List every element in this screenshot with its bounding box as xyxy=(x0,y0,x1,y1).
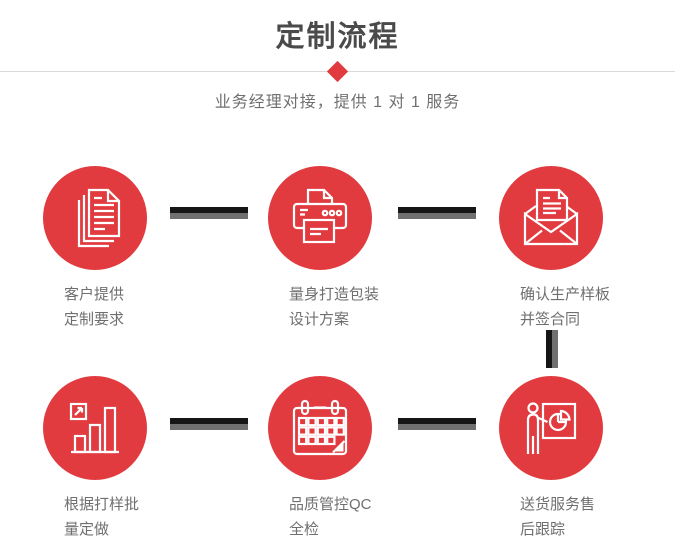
connector-step4-step5 xyxy=(170,418,248,430)
step-label: 根据打样批 量定做 xyxy=(64,492,203,542)
step-label-line1: 根据打样批 xyxy=(64,496,140,513)
step-label-line1: 客户提供 xyxy=(64,286,125,303)
step-delivery-aftersales: 送货服务售 后跟踪 xyxy=(499,376,659,542)
step-circle xyxy=(499,166,603,270)
step-label: 客户提供 定制要求 xyxy=(64,282,203,332)
step-label: 量身打造包装 设计方案 xyxy=(289,282,428,332)
step-customer-requirements: 客户提供 定制要求 xyxy=(43,166,203,332)
calendar-icon xyxy=(292,399,348,456)
step-circle xyxy=(43,376,147,480)
step-circle xyxy=(268,166,372,270)
step-circle xyxy=(499,376,603,480)
step-sample-contract: 确认生产样板 并签合同 xyxy=(499,166,659,332)
subtitle: 业务经理对接，提供 1 对 1 服务 xyxy=(214,94,461,111)
step-circle xyxy=(43,166,147,270)
step-label-line1: 品质管控QC xyxy=(289,496,372,513)
step-label-line2: 定制要求 xyxy=(64,311,125,328)
step-label-line2: 并签合同 xyxy=(520,311,581,328)
presentation-icon xyxy=(526,402,577,454)
step-label-line2: 量定做 xyxy=(64,521,110,538)
step-circle xyxy=(268,376,372,480)
bar-chart-icon xyxy=(69,402,119,454)
step-label: 确认生产样板 并签合同 xyxy=(520,282,659,332)
step-quality-control: 品质管控QC 全检 xyxy=(268,376,428,542)
documents-icon xyxy=(77,188,121,248)
step-label-line1: 送货服务售 xyxy=(520,496,596,513)
envelope-icon xyxy=(523,188,579,246)
step-label: 品质管控QC 全检 xyxy=(289,492,428,542)
printer-icon xyxy=(292,188,348,244)
connector-step1-step2 xyxy=(170,207,248,219)
step-label-line2: 后跟踪 xyxy=(520,521,566,538)
step-label-line1: 确认生产样板 xyxy=(520,286,611,303)
step-packaging-design: 量身打造包装 设计方案 xyxy=(268,166,428,332)
connector-step5-step6 xyxy=(398,418,476,430)
step-batch-production: 根据打样批 量定做 xyxy=(43,376,203,542)
step-label-line2: 设计方案 xyxy=(289,311,350,328)
connector-step2-step3 xyxy=(398,207,476,219)
step-label-line2: 全检 xyxy=(289,521,320,538)
step-label-line1: 量身打造包装 xyxy=(289,286,380,303)
page-title: 定制流程 xyxy=(275,21,400,53)
connector-step3-step6 xyxy=(546,330,558,368)
step-label: 送货服务售 后跟踪 xyxy=(520,492,659,542)
diamond-marker xyxy=(326,60,349,83)
